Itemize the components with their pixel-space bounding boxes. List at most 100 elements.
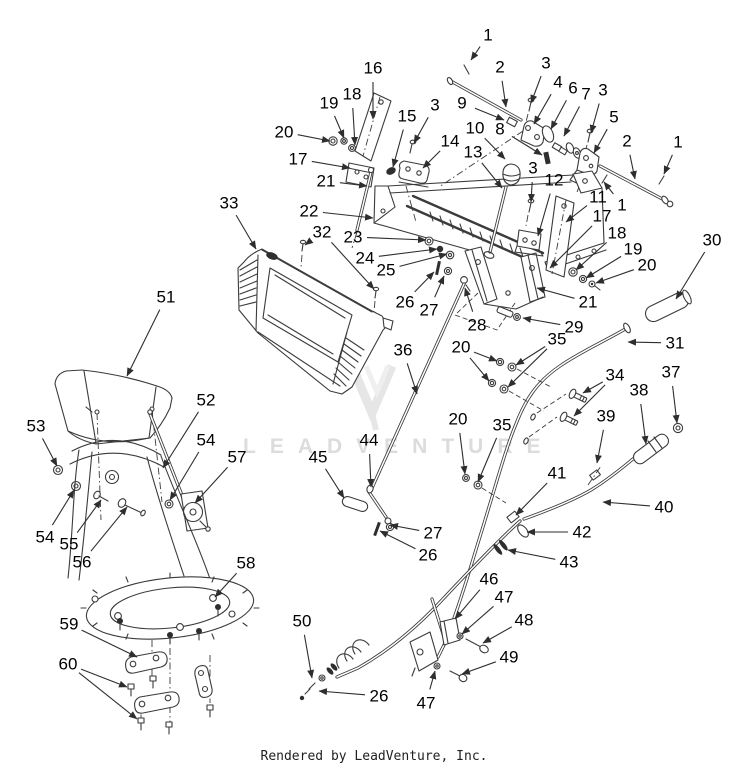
svg-text:26: 26 — [419, 546, 438, 565]
callout-6: 6 — [550, 79, 578, 130]
callout-31: 31 — [627, 334, 684, 353]
callout-3: 3 — [527, 159, 538, 203]
callout-41: 41 — [515, 464, 567, 516]
washer-25 — [445, 250, 455, 260]
svg-text:17: 17 — [593, 207, 612, 226]
callout-38: 38 — [630, 381, 649, 445]
guide-bracket-46 — [439, 617, 461, 646]
pin-26a — [435, 260, 441, 276]
svg-text:26: 26 — [396, 293, 415, 312]
svg-text:2: 2 — [622, 132, 631, 151]
callout-18: 18 — [575, 224, 626, 271]
callout-26: 26 — [318, 687, 389, 706]
washer-35b — [499, 384, 509, 394]
svg-text:43: 43 — [560, 553, 579, 572]
svg-text:34: 34 — [606, 366, 625, 385]
screw-32a — [299, 239, 307, 269]
svg-text:57: 57 — [228, 448, 247, 467]
svg-text:6: 6 — [568, 79, 577, 98]
callout-44: 44 — [360, 431, 379, 488]
callout-33: 33 — [220, 194, 257, 250]
callout-34: 34 — [573, 366, 625, 417]
svg-text:27: 27 — [424, 524, 443, 543]
callout-46: 46 — [454, 570, 499, 620]
callout-49: 49 — [461, 648, 519, 675]
frame-left-leg — [464, 246, 498, 305]
svg-text:1: 1 — [673, 133, 682, 152]
svg-text:8: 8 — [495, 120, 504, 139]
svg-text:49: 49 — [500, 648, 519, 667]
callout-26: 26 — [396, 271, 435, 312]
callout-60: 60 — [59, 655, 138, 720]
svg-text:14: 14 — [441, 132, 460, 151]
svg-text:46: 46 — [480, 570, 499, 589]
svg-text:20: 20 — [449, 410, 468, 429]
chute-clips-59-60 — [125, 640, 214, 735]
svg-text:48: 48 — [515, 611, 534, 630]
svg-text:60: 60 — [59, 655, 78, 674]
svg-text:3: 3 — [430, 96, 439, 115]
chute-base-ring-58 — [80, 572, 260, 645]
svg-text:13: 13 — [464, 143, 483, 162]
svg-text:28: 28 — [468, 316, 487, 335]
svg-text:9: 9 — [457, 94, 466, 113]
svg-text:16: 16 — [364, 59, 383, 78]
callout-19: 19 — [585, 240, 642, 279]
callout-37: 37 — [662, 363, 680, 424]
svg-text:52: 52 — [197, 391, 216, 410]
leadventure-v-icon — [347, 364, 397, 431]
callout-3: 3 — [589, 81, 608, 134]
svg-text:1: 1 — [483, 26, 492, 45]
washer-35c — [473, 480, 483, 490]
svg-text:26: 26 — [370, 687, 389, 706]
callout-50: 50 — [293, 612, 315, 679]
callout-53: 53 — [27, 417, 58, 467]
callout-26: 26 — [379, 530, 438, 565]
callout-5: 5 — [593, 108, 619, 154]
callout-1: 1 — [663, 133, 683, 175]
svg-text:41: 41 — [548, 464, 567, 483]
svg-text:1: 1 — [617, 196, 626, 215]
svg-text:23: 23 — [344, 228, 363, 247]
callout-1: 1 — [603, 181, 627, 215]
bracket-4 — [520, 120, 546, 147]
callout-52: 52 — [162, 391, 216, 469]
callout-45: 45 — [309, 448, 345, 499]
clevis-pin-1b — [658, 175, 665, 185]
callout-54: 54 — [36, 489, 75, 547]
carriage-bolts-34 — [528, 388, 588, 438]
svg-text:27: 27 — [420, 301, 439, 320]
svg-text:38: 38 — [630, 381, 649, 400]
svg-text:50: 50 — [293, 612, 312, 631]
fastener-pairs-20-35 — [462, 357, 552, 504]
callout-48: 48 — [482, 611, 534, 644]
svg-text:55: 55 — [60, 535, 79, 554]
svg-text:59: 59 — [60, 615, 79, 634]
svg-text:35: 35 — [548, 330, 567, 349]
svg-text:39: 39 — [597, 407, 616, 426]
clevis-pin-1a — [463, 64, 470, 75]
svg-text:4: 4 — [553, 73, 562, 92]
callout-12: 12 — [536, 171, 563, 237]
clip-screws — [127, 675, 214, 735]
callout-55: 55 — [60, 499, 102, 554]
pin-29 — [496, 306, 521, 321]
svg-text:21: 21 — [317, 172, 336, 191]
chute-deflector-51 — [54, 369, 173, 445]
svg-text:47: 47 — [495, 588, 514, 607]
callout-9: 9 — [457, 94, 505, 121]
callout-19: 19 — [320, 94, 345, 139]
svg-text:44: 44 — [360, 431, 379, 450]
svg-text:51: 51 — [157, 288, 176, 307]
clevis-pin-1c — [601, 174, 608, 184]
callout-20: 20 — [449, 410, 468, 475]
callout-42: 42 — [526, 523, 591, 542]
svg-text:24: 24 — [356, 249, 375, 268]
callout-29: 29 — [522, 315, 583, 337]
fastener-cluster-23-27 — [424, 236, 455, 276]
callout-7: 7 — [563, 85, 591, 137]
disc-6 — [541, 125, 555, 143]
callout-39: 39 — [595, 407, 616, 464]
bolt-49 — [449, 670, 468, 683]
